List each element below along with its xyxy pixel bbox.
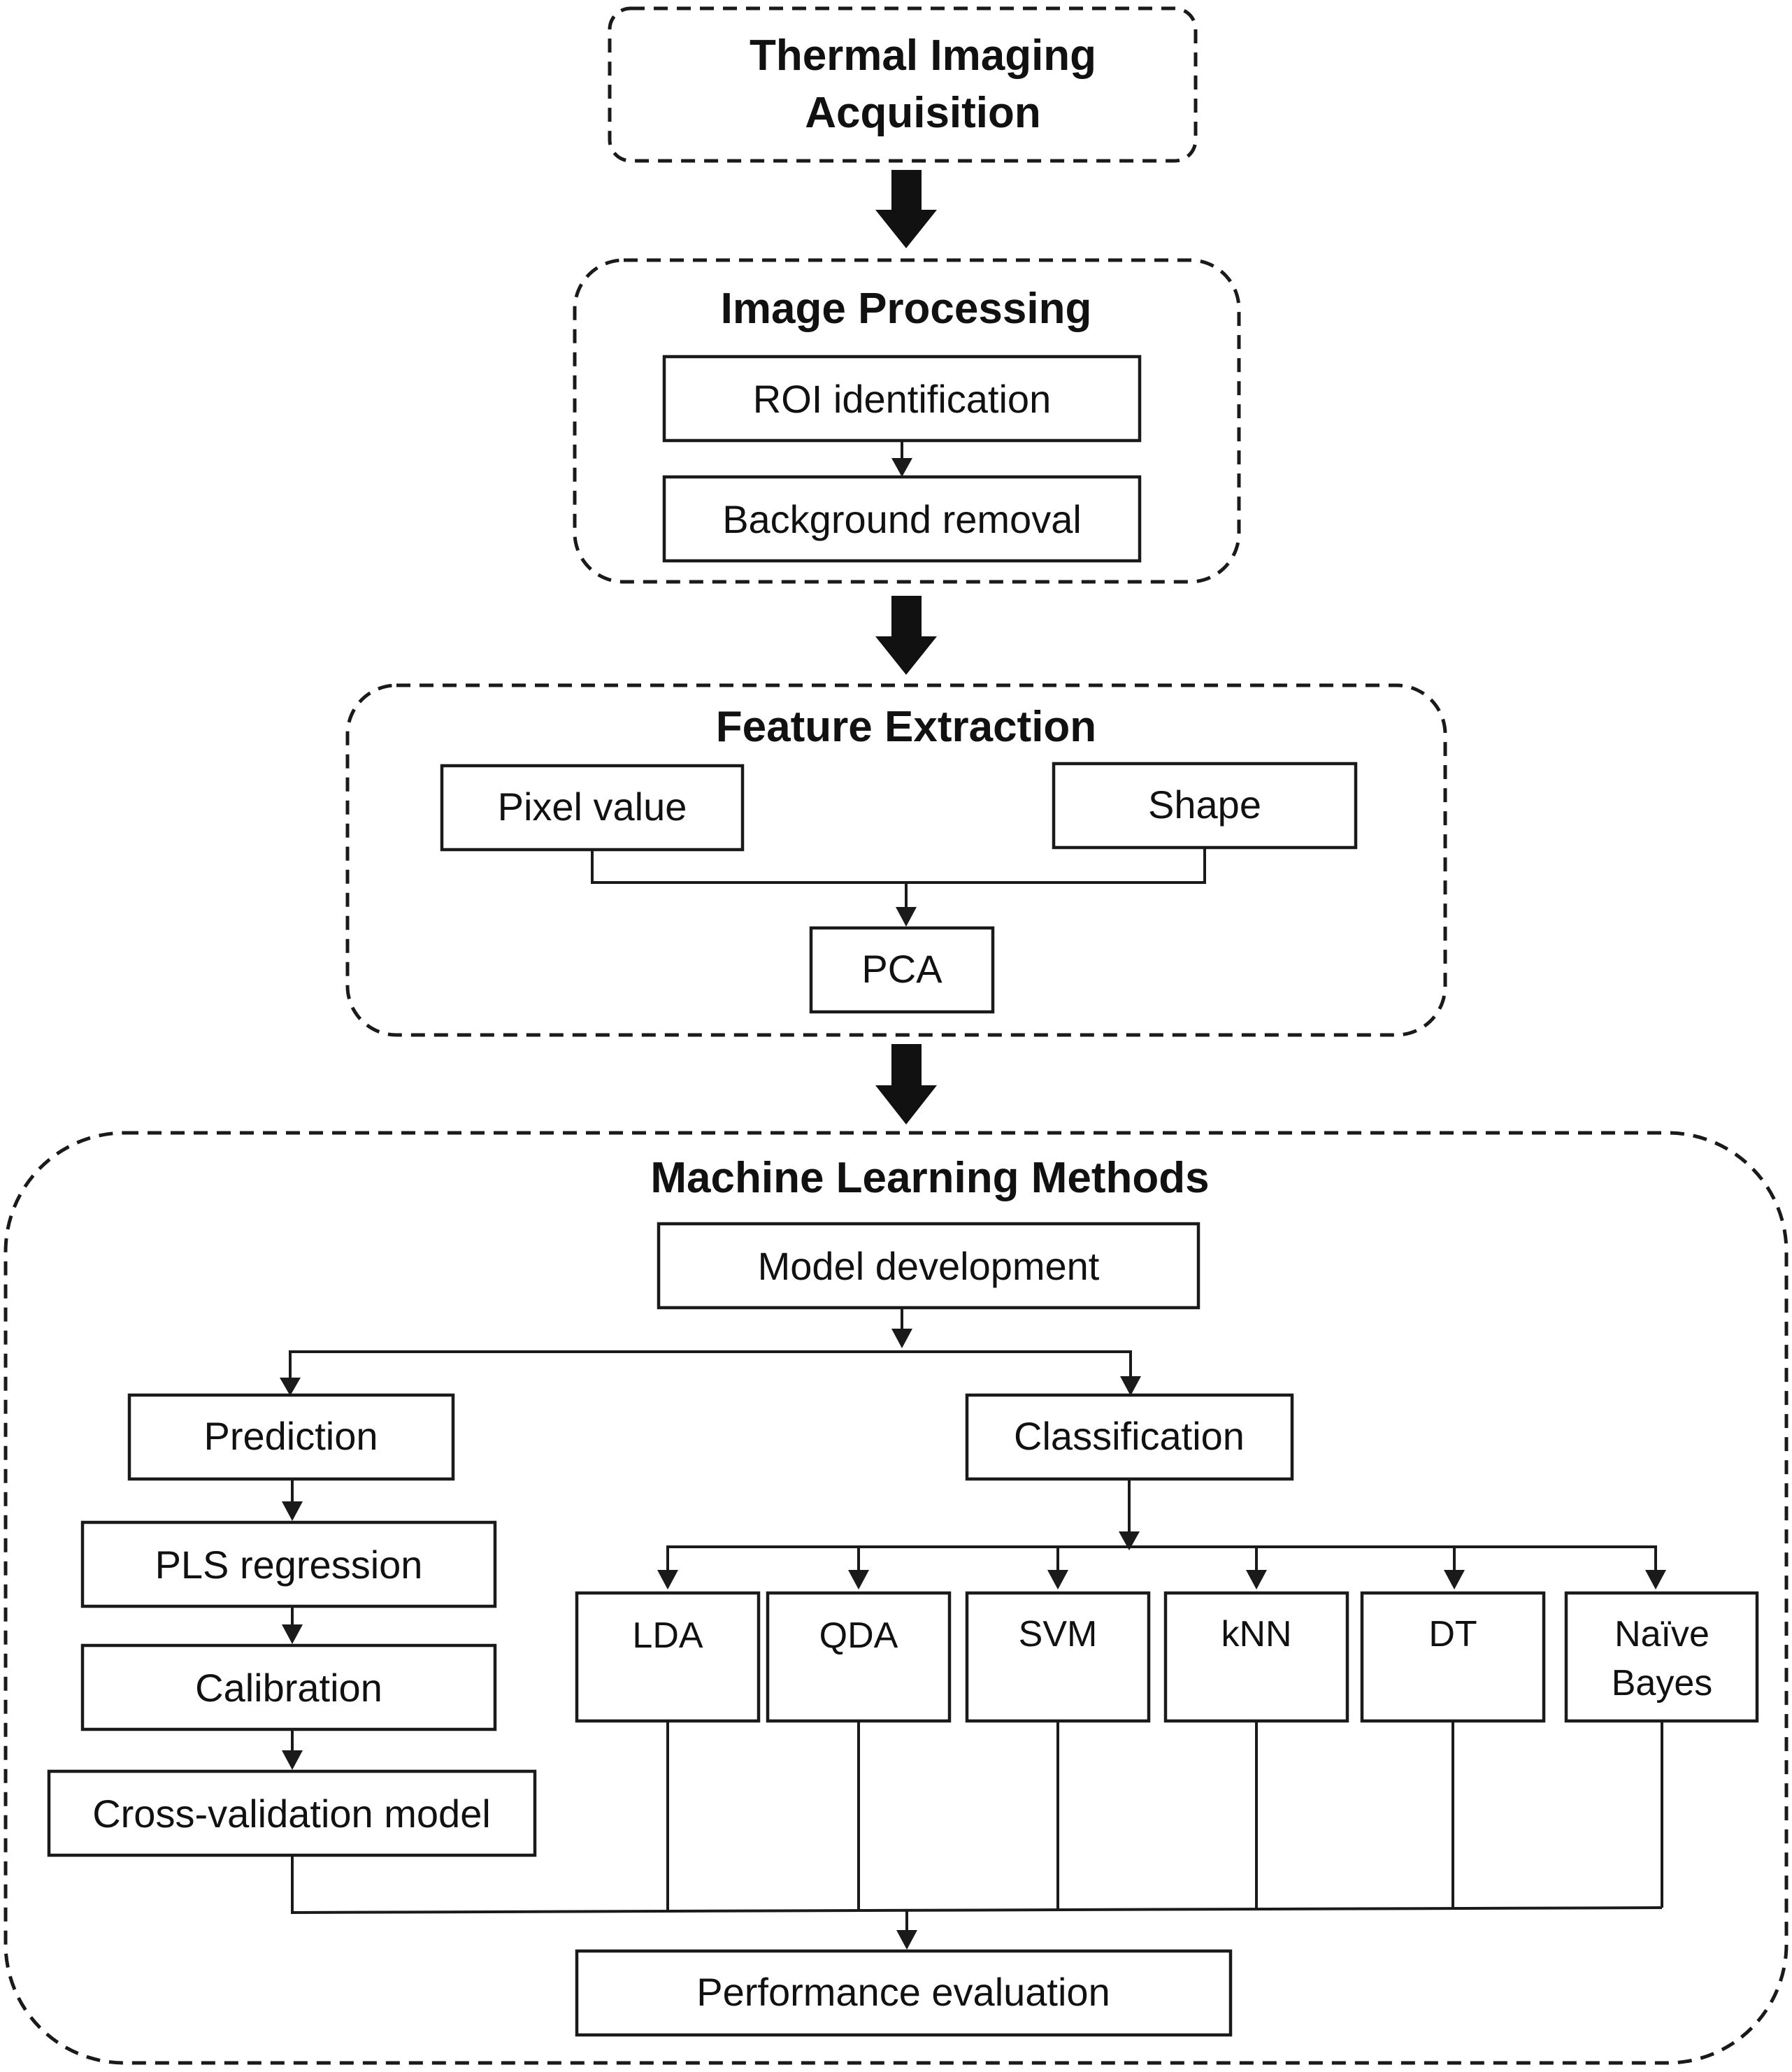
calibration-label: Calibration xyxy=(195,1666,382,1710)
background-removal-label: Background removal xyxy=(722,497,1082,541)
roi-to-background-arrowhead xyxy=(891,458,912,477)
shape-box xyxy=(1052,762,1358,850)
performance-evaluation-label: Performance evaluation xyxy=(696,1970,1110,2014)
to-naive-bayes-arrowhead xyxy=(1645,1570,1666,1589)
prediction-classification-split xyxy=(289,1350,1132,1395)
merge-to-evaluation-arrowhead xyxy=(896,1930,917,1950)
pca-box xyxy=(809,926,995,1014)
classification-down-arrowhead xyxy=(1119,1531,1140,1550)
model-dev-down-arrowhead xyxy=(891,1329,912,1348)
merge-to-pca-arrowhead xyxy=(896,907,917,927)
lda-label: LDA xyxy=(632,1615,703,1656)
knn-box xyxy=(1163,1591,1349,1723)
naive-bayes-label-line1: Naïve xyxy=(1614,1614,1709,1655)
image-processing-container xyxy=(573,258,1241,584)
svm-box xyxy=(965,1591,1151,1723)
dt-box xyxy=(1360,1591,1546,1723)
machine-learning-container xyxy=(3,1131,1789,2065)
to-dt-arrowhead xyxy=(1444,1570,1465,1589)
performance-evaluation-box xyxy=(575,1949,1233,2037)
classification-label: Classification xyxy=(1014,1414,1245,1458)
to-knn-arrowhead xyxy=(1246,1570,1267,1589)
qda-label: QDA xyxy=(819,1615,898,1656)
cross-validation-box xyxy=(47,1769,537,1857)
naive-bayes-label-line2: Bayes xyxy=(1612,1663,1713,1703)
pls-to-calibration-arrowhead xyxy=(282,1624,303,1644)
stage-arrow-1 xyxy=(875,170,937,248)
knn-label: kNN xyxy=(1221,1614,1291,1655)
calibration-box xyxy=(80,1643,497,1731)
qda-box xyxy=(766,1591,952,1723)
to-svm-arrowhead xyxy=(1047,1570,1068,1589)
pixel-value-label: Pixel value xyxy=(498,785,687,829)
features-merge-connector xyxy=(591,848,1206,884)
pls-regression-label: PLS regression xyxy=(155,1543,423,1587)
to-lda-arrowhead xyxy=(657,1570,678,1589)
classifier-split-connector xyxy=(666,1545,1657,1570)
stage-arrow-2 xyxy=(875,596,937,675)
to-classification-arrowhead xyxy=(1120,1376,1141,1396)
model-development-box xyxy=(657,1222,1200,1310)
svm-label: SVM xyxy=(1019,1614,1098,1655)
evaluation-merge-line xyxy=(667,1906,1663,1913)
lda-box xyxy=(575,1591,761,1723)
to-qda-arrowhead xyxy=(848,1570,869,1589)
machine-learning-title: Machine Learning Methods xyxy=(650,1154,1209,1202)
feature-extraction-title: Feature Extraction xyxy=(716,703,1096,751)
prediction-label: Prediction xyxy=(203,1414,378,1458)
model-development-label: Model development xyxy=(758,1244,1100,1288)
background-removal-box xyxy=(662,475,1142,563)
prediction-to-pls-arrowhead xyxy=(282,1501,303,1521)
shape-label: Shape xyxy=(1148,783,1261,827)
acquisition-container xyxy=(608,6,1198,163)
dt-label: DT xyxy=(1428,1614,1477,1655)
acquisition-title-line2: Acquisition xyxy=(805,89,1041,137)
pls-regression-box xyxy=(80,1520,497,1608)
stage-arrow-3 xyxy=(875,1044,937,1124)
feature-extraction-container xyxy=(345,683,1447,1037)
pca-label: PCA xyxy=(861,947,942,991)
pixel-value-box xyxy=(440,764,745,852)
acquisition-title-line1: Thermal Imaging xyxy=(750,31,1096,80)
naive-bayes-box xyxy=(1564,1591,1759,1723)
cv-down-connector xyxy=(291,1855,668,1915)
calibration-to-cv-arrowhead xyxy=(282,1750,303,1770)
classification-box xyxy=(965,1393,1294,1481)
to-prediction-arrowhead xyxy=(280,1378,301,1396)
image-processing-title: Image Processing xyxy=(721,285,1092,333)
roi-identification-label: ROI identification xyxy=(753,377,1051,421)
cross-validation-label: Cross-validation model xyxy=(92,1792,491,1836)
